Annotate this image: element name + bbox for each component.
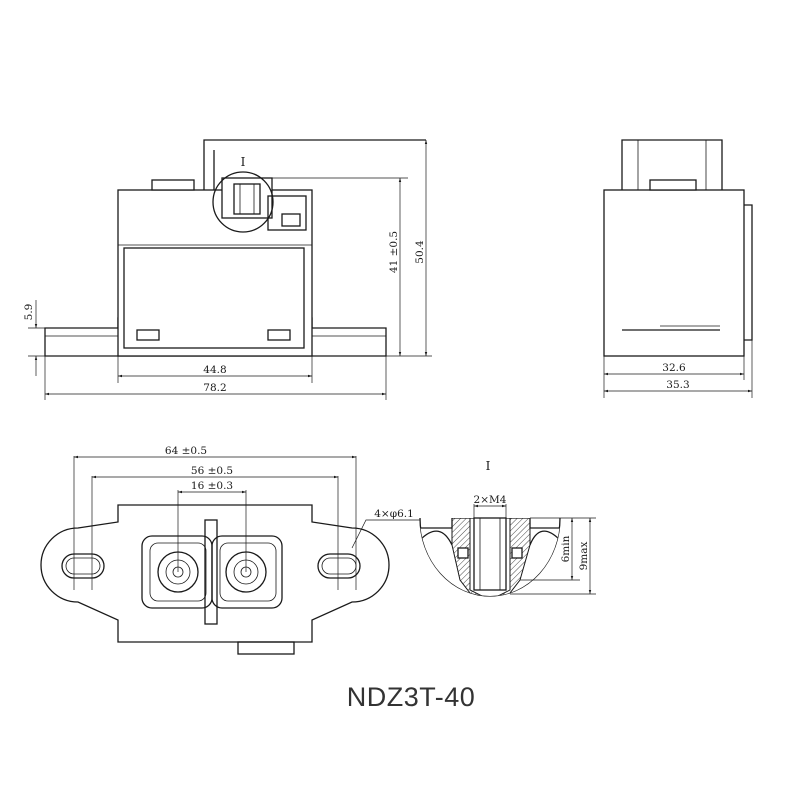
bottom-view: 64 ±0.5 56 ±0.5 16 ±0.3 4×φ6.1 xyxy=(40,445,420,655)
side-view: 32.6 35.3 xyxy=(603,139,753,398)
side-top-nub xyxy=(649,179,697,191)
front-top-terminal xyxy=(203,139,426,190)
bottom-tab xyxy=(237,641,295,655)
dim-min-depth: 6min xyxy=(560,535,572,562)
note-mounting-holes: 4×φ6.1 xyxy=(374,508,414,520)
front-terminal-block xyxy=(221,177,273,219)
dim-flange-thickness: 5.9 xyxy=(23,304,35,321)
bottom-outline xyxy=(40,504,390,643)
dim-max-depth: 9max xyxy=(578,542,590,571)
dim-outer-hole-pitch: 64 ±0.5 xyxy=(165,445,207,457)
detail-threaded-insert xyxy=(473,517,507,591)
dim-thread: 2×M4 xyxy=(474,494,507,506)
terminal-left-housing xyxy=(141,535,213,609)
front-terminal-core xyxy=(233,183,261,215)
model-name: NDZ3T-40 xyxy=(347,682,476,712)
detail-marker-label: I xyxy=(241,155,246,169)
dim-overall-depth: 35.3 xyxy=(666,379,689,391)
dim-terminal-pitch: 16 ±0.3 xyxy=(191,480,233,492)
mounting-hole-right xyxy=(317,553,361,579)
detail-circle-marker xyxy=(212,171,274,233)
dim-body-depth: 32.6 xyxy=(662,362,686,374)
front-top-nub xyxy=(151,179,195,191)
side-body xyxy=(603,189,745,357)
dim-inner-hole-pitch: 56 ±0.5 xyxy=(191,465,233,477)
detail-title: I xyxy=(486,459,491,473)
front-view: I 5.9 44.8 78.2 41 ±0.5 50.4 xyxy=(23,139,432,400)
front-small-tag xyxy=(267,195,307,231)
terminal-right-housing xyxy=(211,535,283,609)
front-body xyxy=(117,189,313,357)
dim-overall-height: 50.4 xyxy=(414,240,426,264)
front-clip-right xyxy=(267,329,291,341)
dim-overall-width: 78.2 xyxy=(203,382,226,394)
side-right-lip xyxy=(744,204,753,341)
side-terminal xyxy=(621,139,723,190)
bottom-divider xyxy=(204,519,218,625)
mounting-hole-left xyxy=(61,553,105,579)
front-label-panel xyxy=(123,247,305,349)
dim-height-terminal: 41 ±0.5 xyxy=(388,231,400,273)
front-clip-left xyxy=(136,329,160,341)
detail-view: I 2×M4 6min 9max xyxy=(419,459,596,597)
dim-body-width: 44.8 xyxy=(203,364,226,376)
